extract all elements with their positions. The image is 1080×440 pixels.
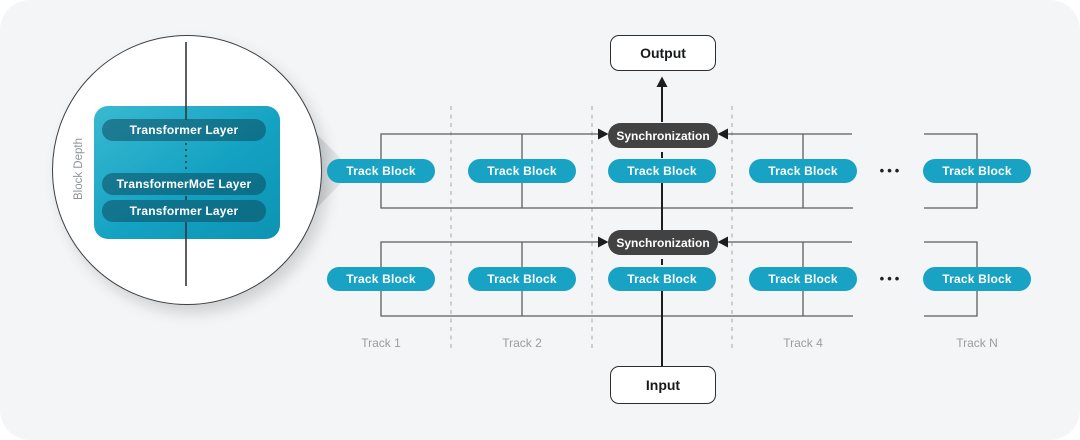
- transformer-layer-pill: Transformer Layer: [102, 200, 266, 222]
- track-1-label: Track 1: [361, 336, 401, 350]
- track-2-label: Track 2: [502, 336, 542, 350]
- input-box: Input: [610, 366, 716, 404]
- track-4-label: Track 4: [783, 336, 823, 350]
- ellipsis-tracks-row1: •••: [879, 163, 903, 178]
- track-block-pill: Track Block: [749, 159, 857, 183]
- transformer-layer-pill: Transformer Layer: [102, 119, 266, 141]
- track-block-pill: Track Block: [327, 267, 435, 291]
- track-block-pill: Track Block: [749, 267, 857, 291]
- block-depth-axis-label: Block Depth: [73, 138, 85, 201]
- track-block-pill: Track Block: [468, 159, 576, 183]
- track-block-pill: Track Block: [327, 159, 435, 183]
- track-block-pill: Track Block: [468, 267, 576, 291]
- synchronization-pill: Synchronization: [608, 123, 718, 148]
- track-block-pill: Track Block: [608, 159, 716, 183]
- ellipsis-tracks-row2: •••: [879, 271, 903, 286]
- track-block-pill: Track Block: [923, 159, 1031, 183]
- output-box: Output: [610, 35, 716, 71]
- synchronization-pill: Synchronization: [608, 230, 718, 255]
- track-n-label: Track N: [956, 336, 998, 350]
- track-block-pill: Track Block: [923, 267, 1031, 291]
- transformer-moe-layer-pill: TransformerMoE Layer: [102, 173, 266, 195]
- track-block-pill: Track Block: [608, 267, 716, 291]
